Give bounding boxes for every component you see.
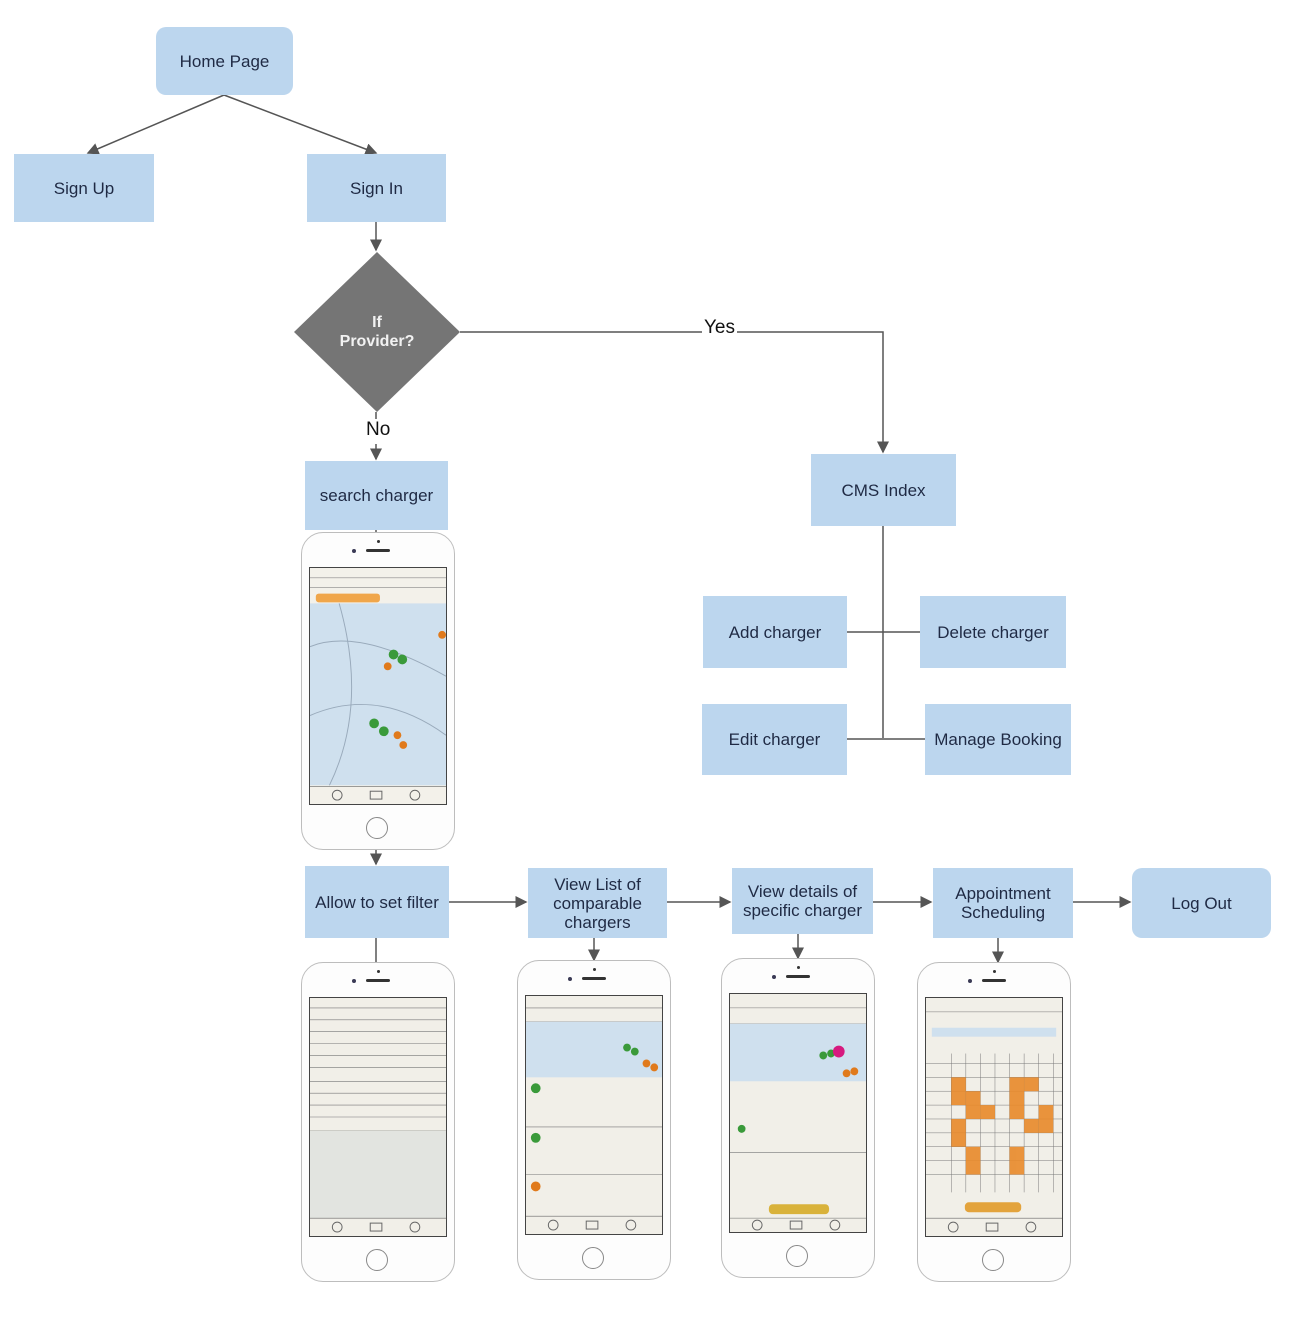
filter-sketch-screen	[309, 997, 447, 1237]
schedule-sketch-screen	[925, 997, 1063, 1237]
decision-diamond-shape	[294, 252, 460, 412]
search-charger-node: search charger	[305, 461, 448, 530]
log-out-label: Log Out	[1171, 893, 1232, 913]
decision-label-line2: Provider?	[339, 333, 415, 350]
edit-charger-node: Edit charger	[702, 704, 847, 775]
filter-sketch	[310, 998, 446, 1236]
phone-mockup-details	[721, 958, 875, 1278]
view-list-node: View List of comparable chargers	[528, 868, 667, 938]
map-sketch-screen	[309, 567, 447, 805]
decision-label-line1: If	[372, 314, 382, 331]
view-list-label-3: chargers	[564, 912, 631, 932]
add-charger-node: Add charger	[703, 596, 847, 668]
phone-mockup-filter	[301, 962, 455, 1282]
edit-charger-label: Edit charger	[728, 730, 821, 749]
delete-charger-node: Delete charger	[920, 596, 1066, 668]
delete-charger-label: Delete charger	[937, 622, 1049, 642]
schedule-sketch	[926, 998, 1062, 1236]
phone-mockup-map	[301, 532, 455, 850]
home-button-icon	[786, 1245, 808, 1267]
cms-index-node: CMS Index	[811, 454, 956, 526]
view-list-label-1: View List of	[554, 874, 641, 894]
view-details-label-2: specific charger	[742, 901, 863, 920]
view-list-label-2: comparable	[553, 893, 642, 913]
view-details-node: View details of specific charger	[732, 868, 873, 934]
phone-mockup-schedule	[917, 962, 1071, 1282]
manage-booking-label: Manage Booking	[934, 730, 1062, 749]
edge-home-signup	[86, 94, 225, 155]
appointment-label-1: Appointment	[955, 884, 1051, 903]
edge-decision-cms	[460, 331, 889, 454]
home-button-icon	[366, 817, 388, 839]
details-sketch	[730, 994, 866, 1232]
set-filter-label: Allow to set filter	[315, 892, 439, 912]
list-sketch	[526, 996, 662, 1234]
search-charger-label: search charger	[319, 486, 434, 505]
home-page-node: Home Page	[156, 27, 293, 95]
appointment-label-2: Scheduling	[960, 903, 1046, 922]
manage-booking-node: Manage Booking	[925, 704, 1071, 775]
no-label: No	[364, 419, 393, 441]
view-details-label-1: View details of	[747, 882, 858, 901]
sign-in-node: Sign In	[307, 154, 446, 222]
home-button-icon	[366, 1249, 388, 1271]
home-button-icon	[982, 1249, 1004, 1271]
sign-up-label: Sign Up	[53, 178, 115, 198]
phone-mockup-list	[517, 960, 671, 1280]
yes-label: Yes	[702, 317, 737, 339]
home-page-label: Home Page	[179, 51, 270, 71]
list-sketch-screen	[525, 995, 663, 1235]
details-sketch-screen	[729, 993, 867, 1233]
add-charger-label: Add charger	[728, 622, 822, 642]
appointment-node: Appointment Scheduling	[933, 868, 1073, 938]
cms-index-label: CMS Index	[841, 480, 926, 500]
sign-up-node: Sign Up	[14, 154, 154, 222]
log-out-node: Log Out	[1132, 868, 1271, 938]
sign-in-label: Sign In	[350, 178, 403, 198]
provider-decision: If Provider?	[294, 252, 460, 412]
home-button-icon	[582, 1247, 604, 1269]
edge-home-signin	[223, 94, 378, 155]
map-sketch	[310, 568, 446, 804]
set-filter-node: Allow to set filter	[305, 866, 449, 938]
